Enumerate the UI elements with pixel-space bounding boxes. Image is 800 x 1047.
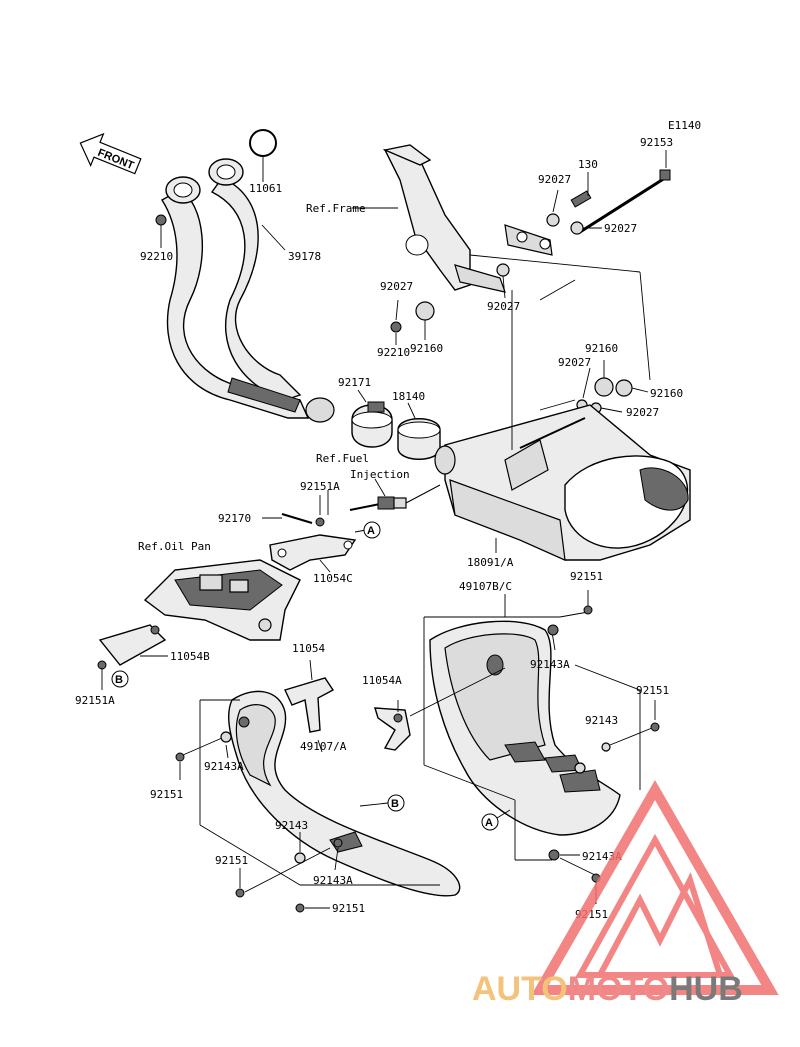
part-label: 92171: [338, 376, 371, 389]
part-label: 92027: [487, 300, 520, 313]
svg-text:B: B: [115, 674, 123, 686]
part-label: 11054A: [362, 674, 402, 687]
bracket-11054: [284, 677, 335, 733]
o2-sensor: [349, 484, 441, 511]
part-label: 92160: [410, 342, 443, 355]
bracket-11054B: [97, 624, 167, 670]
automotohub-logo-icon: [531, 779, 779, 995]
ref-oil-pan-label: Ref.Oil Pan: [138, 540, 211, 553]
part-label: 92027: [538, 173, 571, 186]
diagram-code: E1140: [668, 119, 701, 132]
heat-shield-left: [228, 690, 461, 897]
bracket-11054C: [269, 534, 357, 571]
svg-text:A: A: [485, 817, 493, 829]
part-label: 92151: [636, 684, 669, 697]
part-label: 92160: [650, 387, 683, 400]
part-label: 92027: [626, 406, 659, 419]
part-label: 92170: [218, 512, 251, 525]
part-label: 92143: [275, 819, 308, 832]
part-label: 18091/A: [467, 556, 514, 569]
part-label: 92027: [604, 222, 637, 235]
part-label: 92027: [558, 356, 591, 369]
ref-fuel-label: Ref.Fuel: [316, 452, 369, 465]
part-label: 18140: [392, 390, 425, 403]
watermark-text: AUTOMOTOHUB: [472, 970, 743, 1008]
oil-pan: [143, 559, 301, 641]
circle-mark-a-lower: A: [481, 813, 499, 831]
part-label: 92143: [585, 714, 618, 727]
front-arrow-icon: [79, 132, 142, 175]
part-label: 39178: [288, 250, 321, 263]
part-label: 92143A: [204, 760, 244, 773]
circle-mark-b-lower: B: [111, 670, 129, 688]
part-label: 11061: [249, 182, 282, 195]
part-label: 92143A: [530, 658, 570, 671]
part-label: 92153: [640, 136, 673, 149]
svg-text:B: B: [391, 798, 399, 810]
muffler: [434, 404, 691, 561]
exhaust-gasket: [397, 418, 441, 460]
part-label: 92151: [570, 570, 603, 583]
bracket-11054A: [374, 707, 411, 751]
part-label: 92160: [585, 342, 618, 355]
part-label: 11054B: [170, 650, 210, 663]
part-label: 92151: [150, 788, 183, 801]
part-label: 49107/A: [300, 740, 347, 753]
part-label: 92151: [332, 902, 365, 915]
part-label: 92151: [215, 854, 248, 867]
long-bolt: [546, 169, 671, 235]
part-label: 92210: [377, 346, 410, 359]
part-label: 11054: [292, 642, 325, 655]
part-label: 130: [578, 158, 598, 171]
part-label: 92151A: [75, 694, 115, 707]
ref-injection-label: Injection: [350, 468, 410, 481]
part-label: 92151A: [300, 480, 340, 493]
ref-frame-label: Ref.Frame: [306, 202, 366, 215]
frame-bracket: [382, 144, 641, 293]
exhaust-clamp: [351, 401, 393, 448]
heat-shield-right: [429, 620, 621, 836]
grommet-set: [390, 263, 633, 414]
part-label: 92210: [140, 250, 173, 263]
exhaust-header-pipe: [155, 129, 335, 423]
part-label: 11054C: [313, 572, 353, 585]
svg-text:A: A: [367, 525, 375, 537]
part-label: 92027: [380, 280, 413, 293]
circle-mark-a-upper: A: [363, 521, 381, 539]
part-label: 92143A: [313, 874, 353, 887]
part-label: 49107B/C: [459, 580, 512, 593]
circle-mark-b-right: B: [387, 794, 405, 812]
